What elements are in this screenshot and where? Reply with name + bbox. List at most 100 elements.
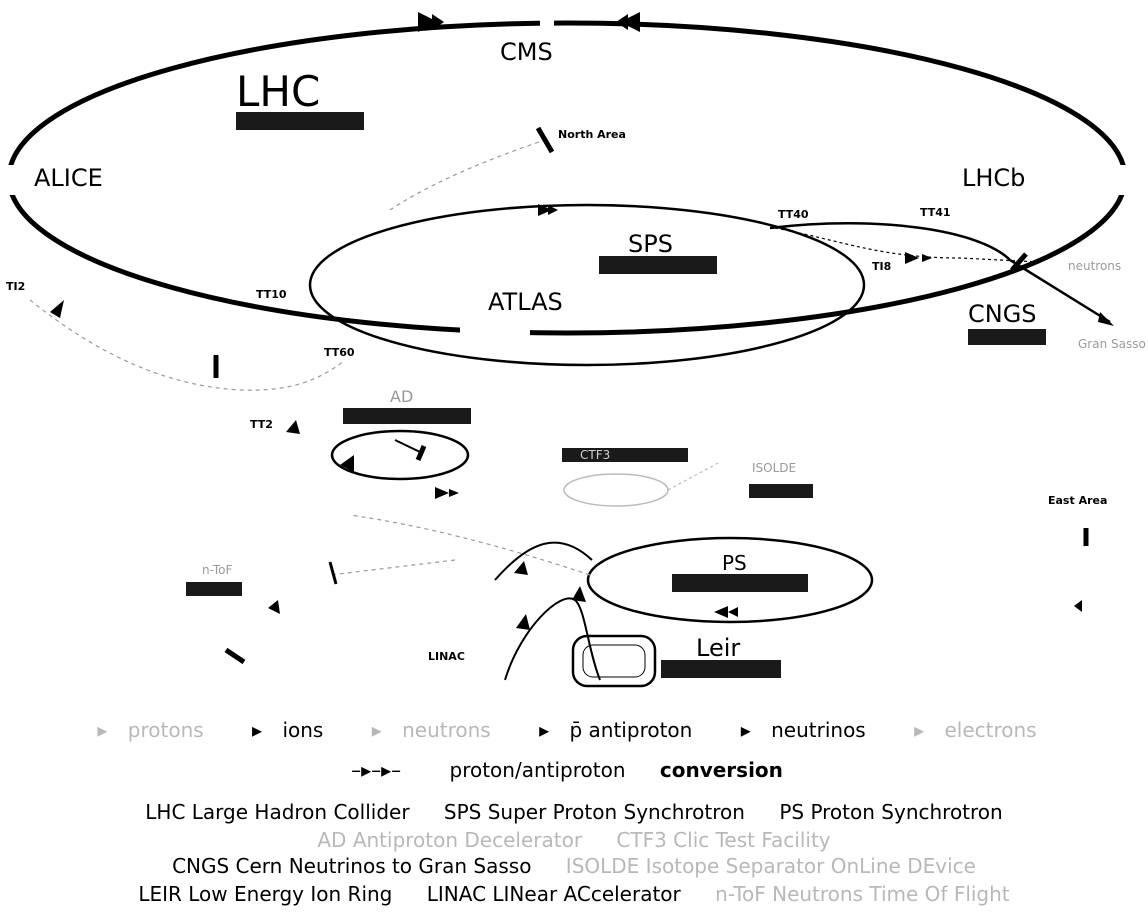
ad-line [394, 439, 421, 453]
atlas-label: ATLAS [488, 288, 563, 316]
linac2-line [504, 597, 601, 681]
ntof-bar [186, 582, 242, 596]
lhc-label: LHC [236, 67, 320, 116]
isolde-label: ISOLDE [752, 461, 796, 475]
cngs-arrowhead [1098, 312, 1114, 326]
ad-bar [343, 408, 471, 424]
conversion-suffix: conversion [659, 758, 783, 782]
ntof-label: n-ToF [202, 563, 232, 577]
ctf3-label: CTF3 [580, 448, 610, 462]
ntof-line [329, 559, 456, 576]
abbrev-ntof: n-ToF Neutrons Time Of Flight [715, 882, 1010, 906]
north-area-line [389, 139, 546, 211]
tt2-arrow [286, 420, 300, 434]
ad-transfer-arrows [435, 487, 459, 499]
north-area-label: North Area [558, 128, 626, 141]
label-bars [186, 112, 1046, 678]
ctf3-line [667, 461, 721, 491]
lhc-bar [236, 112, 364, 130]
ntof-mark [328, 561, 338, 585]
east-area-label: East Area [1048, 494, 1107, 507]
lhc-gap-atlas [460, 320, 530, 340]
abbrev-row-1: LHC Large Hadron Collider SPS Super Prot… [0, 800, 1148, 824]
cms-label: CMS [500, 38, 553, 66]
gran-sasso-label: Gran Sasso [1078, 337, 1146, 351]
lhc-gap-alice [0, 165, 30, 195]
isolde-arrow [268, 600, 280, 614]
ti8-label: TI8 [872, 260, 891, 273]
tt60-label: TT60 [324, 346, 355, 359]
ad-target-mark [415, 445, 427, 461]
lhc-arrows [418, 12, 640, 32]
lhc-ring [6, 20, 1128, 336]
legend-neutrons: ▸ neutrons [371, 718, 491, 742]
ps-label: PS [722, 551, 747, 575]
conversion-arrow-icon: –▸–▸– [351, 758, 402, 782]
abbrev-linac: LINAC LINear ACcelerator [426, 882, 681, 906]
ti2-line [29, 299, 346, 391]
leir-bar [661, 660, 781, 678]
ps-ring [586, 536, 874, 624]
neutrons-label: neutrons [1068, 259, 1121, 273]
ad-ring [330, 429, 470, 481]
sps-label: SPS [628, 230, 673, 258]
tt40-line [769, 222, 1111, 324]
alice-label: ALICE [34, 164, 103, 192]
abbrev-isolde: ISOLDE Isotope Separator OnLine DEvice [565, 854, 976, 878]
particle-legend: ▸ protons ▸ ions ▸ neutrons ▸ p̄ antipro… [0, 718, 1148, 742]
abbrev-row-2: AD Antiproton Decelerator CTF3 Clic Test… [0, 828, 1148, 852]
abbrev-ad: AD Antiproton Decelerator [317, 828, 583, 852]
sps-ring [308, 203, 866, 367]
sps-arrow [538, 204, 558, 216]
ti8-arrows [905, 252, 932, 264]
abbrev-ctf3: CTF3 Clic Test Facility [616, 828, 831, 852]
legend-neutrinos: ▸ neutrinos [740, 718, 866, 742]
isolde-bar [749, 484, 813, 498]
abbrev-cngs: CNGS Cern Neutrinos to Gran Sasso [172, 854, 532, 878]
abbrev-ps: PS Proton Synchrotron [779, 800, 1003, 824]
legend-ions: ▸ ions [252, 718, 324, 742]
cngs-bar [968, 329, 1046, 345]
tt2-line [349, 514, 591, 576]
abbrev-leir: LEIR Low Energy Ion Ring [138, 882, 393, 906]
tt2-label: TT2 [250, 418, 273, 431]
booster-line [494, 541, 593, 581]
tt41-label: TT41 [920, 206, 951, 219]
ctf3-bar [562, 448, 688, 462]
leir-inner [582, 644, 646, 678]
ad-arrow [340, 455, 354, 472]
ti2-label: TI2 [6, 280, 25, 293]
sps-bar [599, 256, 717, 274]
lhc-gap-lhcb [1105, 165, 1135, 195]
conversion-legend: –▸–▸– proton/antiproton conversion [0, 758, 1148, 782]
isolde-target-mark [224, 647, 246, 665]
ad-label: AD [390, 387, 413, 406]
linac-arrow-3 [514, 561, 528, 575]
lhc-gap-cms [540, 12, 554, 32]
tt40-label: TT40 [778, 208, 809, 221]
conversion-prefix: proton/antiproton [449, 758, 626, 782]
cngs-target-mark [1010, 252, 1028, 272]
legend-antiprotons: ▸ p̄ antiproton [539, 718, 693, 742]
linac-label: LINAC [428, 650, 465, 663]
ti2-arrow [50, 300, 64, 318]
ctf3-ring [563, 473, 669, 507]
legend-protons: ▸ protons [97, 718, 204, 742]
north-area-target [535, 126, 555, 154]
lhcb-label: LHCb [962, 164, 1025, 192]
abbrev-lhc: LHC Large Hadron Collider [145, 800, 410, 824]
leir-label: Leir [696, 634, 740, 662]
legend-electrons: ▸ electrons [914, 718, 1037, 742]
ti8-line [774, 227, 1041, 263]
abbrev-row-3: CNGS Cern Neutrinos to Gran Sasso ISOLDE… [0, 854, 1148, 878]
linac-arrow-2 [572, 586, 586, 602]
ps-bar [672, 574, 808, 592]
accelerator-complex-diagram: LHC CMS ALICE LHCb ATLAS SPS CNGS PS Lei… [0, 12, 1146, 688]
leir-ring [571, 634, 657, 688]
abbrev-row-4: LEIR Low Energy Ion Ring LINAC LINear AC… [0, 882, 1148, 906]
ps-arrows [714, 606, 738, 618]
abbrev-sps: SPS Super Proton Synchrotron [443, 800, 745, 824]
east-area-arrow [1074, 600, 1082, 612]
linac-arrow-1 [516, 614, 530, 630]
cngs-label: CNGS [968, 300, 1037, 328]
